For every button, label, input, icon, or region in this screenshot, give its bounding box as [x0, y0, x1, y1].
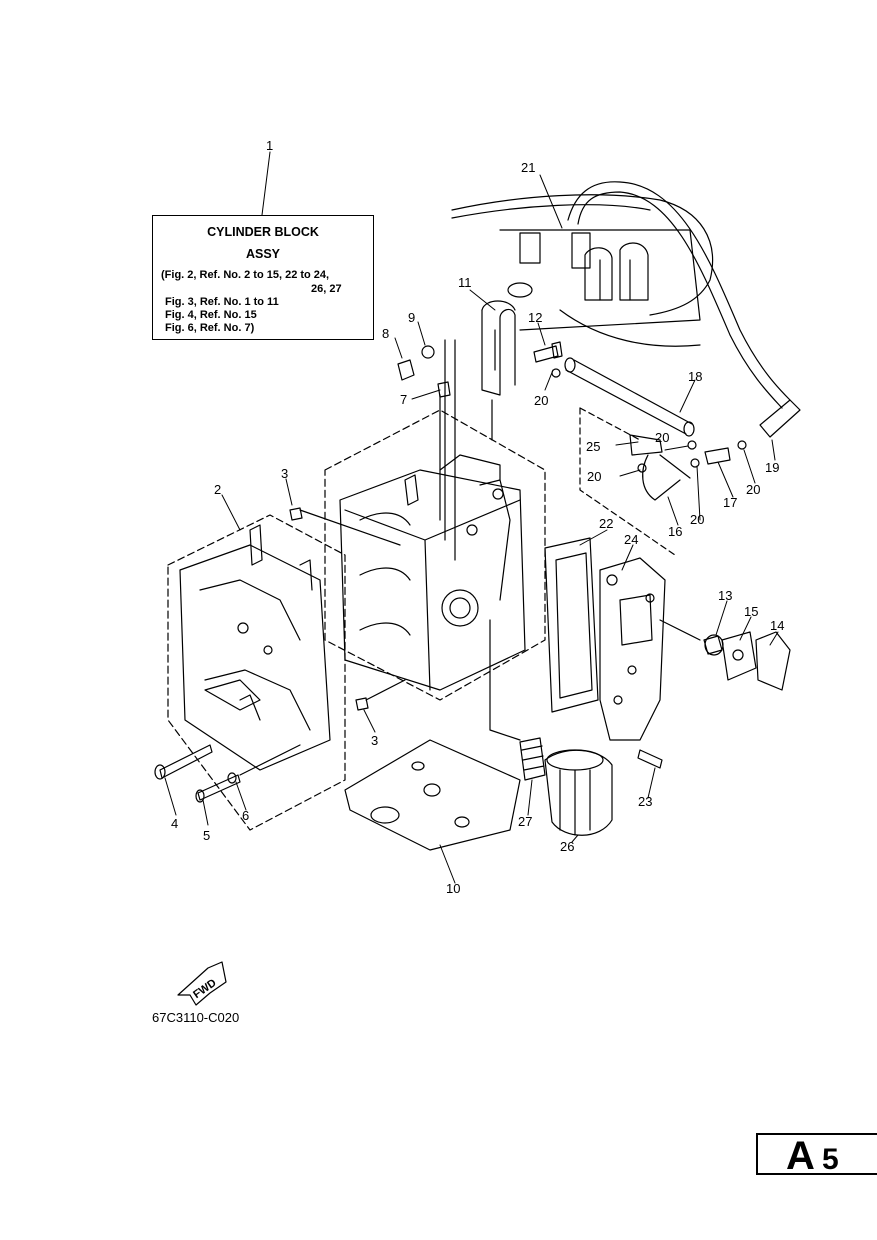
dowel-3a [289, 507, 401, 546]
fwd-arrow-icon [177, 961, 227, 1006]
callout-25: 25 [586, 439, 600, 454]
gasket-10 [344, 739, 521, 851]
filter-27 [489, 619, 546, 781]
callout-7: 7 [400, 392, 407, 407]
page-badge: A 5 [756, 1133, 877, 1178]
callout-22: 22 [599, 516, 613, 531]
cover-24 [599, 557, 701, 741]
callout-20c: 20 [587, 469, 601, 484]
callout-26: 26 [560, 839, 574, 854]
info-box-line: Fig. 4, Ref. No. 15 [165, 309, 257, 321]
info-box-line: Fig. 3, Ref. No. 1 to 11 [165, 296, 279, 308]
callout-14: 14 [770, 618, 784, 633]
callout-23: 23 [638, 794, 652, 809]
callout-4: 4 [171, 816, 178, 831]
callout-17: 17 [723, 495, 737, 510]
callout-24: 24 [624, 532, 638, 547]
joint-25 [629, 434, 691, 501]
callout-21: 21 [521, 160, 535, 175]
info-box-subtitle: ASSY [245, 247, 281, 261]
fitting-17 [551, 368, 747, 468]
bolt-12 [533, 341, 563, 363]
callout-13: 13 [718, 588, 732, 603]
gasket-22 [544, 537, 599, 713]
info-box-line: 26, 27 [311, 283, 342, 295]
callout-15: 15 [744, 604, 758, 619]
callout-12: 12 [528, 310, 542, 325]
oil-filter-26 [544, 749, 613, 836]
crankcase-2 [179, 524, 331, 771]
cylinder-block [339, 454, 526, 691]
callout-20e: 20 [746, 482, 760, 497]
bracket-hoses [579, 407, 676, 556]
callout-18: 18 [688, 369, 702, 384]
callout-8: 8 [382, 326, 389, 341]
callout-9: 9 [408, 310, 415, 325]
diagram-code: 67C3110-C020 [152, 1010, 240, 1025]
bracket-crankcase [167, 514, 346, 831]
callout-20b: 20 [655, 430, 669, 445]
engine-upper-outline [451, 194, 714, 347]
small-parts-7-9 [397, 345, 451, 398]
pipe-18 [564, 357, 695, 437]
callout-2: 2 [214, 482, 221, 497]
page-badge-number: 5 [822, 1143, 839, 1176]
bracket-cylinder-block [324, 409, 546, 701]
callout-16: 16 [668, 524, 682, 539]
bolts-4-6 [154, 744, 301, 803]
callout-1: 1 [266, 138, 273, 153]
callout-20d: 20 [690, 512, 704, 527]
callout-27: 27 [518, 814, 532, 829]
callout-10: 10 [446, 881, 460, 896]
callout-19: 19 [765, 460, 779, 475]
dowel-3b [355, 679, 406, 711]
thermostat-13-15-14 [703, 631, 791, 691]
callout-numbers: 1 2 3 3 4 5 6 7 8 9 10 11 12 13 14 15 16… [171, 138, 784, 1001]
bolt-23 [637, 749, 663, 769]
leader-lines [164, 151, 779, 884]
callout-3a: 3 [281, 466, 288, 481]
callout-3b: 3 [371, 733, 378, 748]
guide-lines [439, 339, 493, 561]
callout-5: 5 [203, 828, 210, 843]
page-badge-letter: A [786, 1134, 815, 1178]
bracket-11 [481, 300, 516, 396]
info-box-line: Fig. 6, Ref. No. 7) [165, 322, 255, 334]
callout-20a: 20 [534, 393, 548, 408]
info-box: CYLINDER BLOCK ASSY (Fig. 2, Ref. No. 2 … [152, 215, 374, 340]
callout-11: 11 [458, 275, 472, 290]
info-box-line: (Fig. 2, Ref. No. 2 to 15, 22 to 24, [161, 269, 330, 281]
hose-top [567, 181, 801, 438]
callout-6: 6 [242, 808, 249, 823]
info-box-title: CYLINDER BLOCK [207, 225, 319, 239]
